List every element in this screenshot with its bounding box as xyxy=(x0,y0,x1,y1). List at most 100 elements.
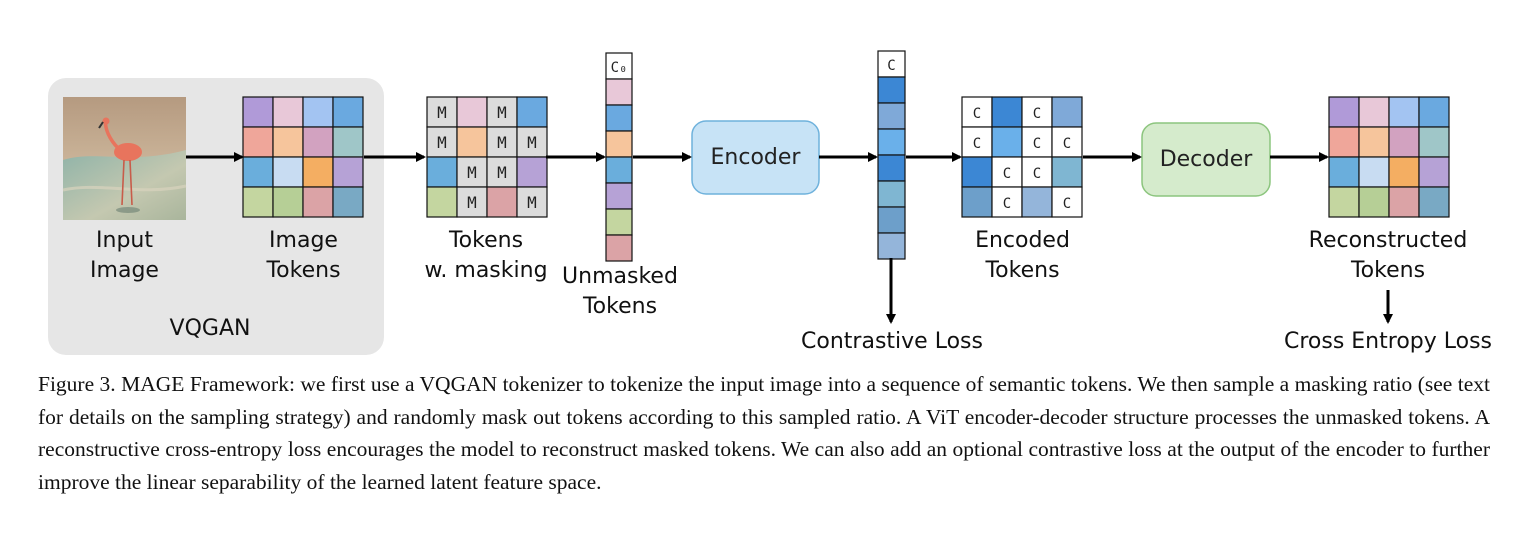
masked-token-cell-text: M xyxy=(467,163,477,182)
encoded-tokens-sequence: C xyxy=(877,50,906,260)
unmasked-tokens-sequence: C₀ xyxy=(605,52,633,262)
caption-title: Figure 3. xyxy=(38,372,116,396)
recon-token-cell xyxy=(1418,156,1450,188)
image-token-cell xyxy=(302,126,334,158)
encoded-token-cell-text: C xyxy=(1033,166,1041,182)
encoded-seq-token-cell-text: C xyxy=(887,58,895,74)
unmasked-token-cell xyxy=(605,104,633,132)
image-token-cell xyxy=(302,156,334,188)
encoded-token-cell xyxy=(1021,156,1053,188)
image-tokens-grid xyxy=(242,96,364,218)
unmasked-token-cell xyxy=(605,234,633,262)
masked-token-cell xyxy=(516,186,548,218)
encoded-token-cell-text: C xyxy=(1063,136,1071,152)
unmasked-token-cell-text: C₀ xyxy=(611,60,628,76)
encoded-seq-token-cell xyxy=(877,180,906,208)
encoded-token-cell xyxy=(961,156,993,188)
recon-token-cell xyxy=(1388,156,1420,188)
decoder-label: Decoder xyxy=(1159,147,1253,172)
image-token-cell xyxy=(242,96,274,128)
image-token-cell xyxy=(302,186,334,218)
recon-token-cell xyxy=(1328,96,1360,128)
image-token-cell xyxy=(242,156,274,188)
recon-token-cell xyxy=(1358,96,1390,128)
encoded-seq-token-cell xyxy=(877,128,906,156)
masked-token-cell xyxy=(426,156,458,188)
recon-token-cell xyxy=(1328,156,1360,188)
recon-token-cell xyxy=(1388,126,1420,158)
recon-token-cell xyxy=(1418,96,1450,128)
encoded-token-cell xyxy=(961,186,993,218)
masked-token-cell xyxy=(486,96,518,128)
masked-token-cell-text: M xyxy=(467,193,477,212)
vqgan-label: VQGAN xyxy=(169,316,251,341)
masked-token-cell-text: M xyxy=(527,133,537,152)
unmasked-token-cell xyxy=(605,182,633,210)
encoded-token-cell-text: C xyxy=(1033,136,1041,152)
caption-text: MAGE Framework: we first use a VQGAN tok… xyxy=(38,372,1491,494)
image-token-cell xyxy=(272,186,304,218)
image-token-cell xyxy=(272,96,304,128)
image-token-cell xyxy=(272,156,304,188)
masked-token-cell xyxy=(456,126,488,158)
unmasked-token-cell xyxy=(605,156,633,184)
masked-token-cell xyxy=(486,186,518,218)
input-image xyxy=(62,97,187,220)
recon-token-cell xyxy=(1328,186,1360,218)
image-token-cell xyxy=(332,96,364,128)
cross-entropy-loss-label: Cross Entropy Loss xyxy=(1283,329,1493,354)
encoded-seq-token-cell xyxy=(877,50,906,78)
recon-token-cell xyxy=(1388,186,1420,218)
unmasked-token-cell xyxy=(605,130,633,158)
image-token-cell xyxy=(332,126,364,158)
encoded-seq-token-cell xyxy=(877,102,906,130)
image-token-cell xyxy=(332,186,364,218)
recon-token-cell xyxy=(1358,156,1390,188)
masked-token-cell xyxy=(516,96,548,128)
recon-token-cell xyxy=(1358,186,1390,218)
encoded-token-cell xyxy=(961,126,993,158)
image-token-cell xyxy=(332,156,364,188)
recon-token-cell xyxy=(1388,96,1420,128)
encoded-token-cell xyxy=(1051,186,1083,218)
encoded-token-cell-text: C xyxy=(1033,106,1041,122)
masked-token-cell xyxy=(456,186,488,218)
encoded-token-cell-text: C xyxy=(1063,196,1071,212)
encoded-token-cell-text: C xyxy=(973,136,981,152)
masked-token-cell-text: M xyxy=(497,163,507,182)
recon-token-cell xyxy=(1418,186,1450,218)
encoded-token-cell xyxy=(991,96,1023,128)
encoded-token-cell-text: C xyxy=(973,106,981,122)
masked-token-cell xyxy=(516,126,548,158)
recon-token-cell xyxy=(1358,126,1390,158)
unmasked-token-cell xyxy=(605,208,633,236)
masked-token-cell-text: M xyxy=(527,193,537,212)
encoded-token-cell-text: C xyxy=(1003,166,1011,182)
encoded-token-cell xyxy=(991,126,1023,158)
figure-caption: Figure 3. MAGE Framework: we first use a… xyxy=(38,368,1490,498)
recon-token-cell xyxy=(1328,126,1360,158)
recon-token-cell xyxy=(1418,126,1450,158)
masked-token-cell-text: M xyxy=(437,133,447,152)
image-token-cell xyxy=(302,96,334,128)
masked-token-cell xyxy=(456,156,488,188)
masked-token-cell xyxy=(426,186,458,218)
reconstructed-tokens-grid xyxy=(1328,96,1450,218)
encoded-seq-token-cell xyxy=(877,76,906,104)
encoded-seq-token-cell xyxy=(877,232,906,260)
encoded-token-cell xyxy=(1051,156,1083,188)
encoded-token-cell xyxy=(1021,126,1053,158)
masked-token-cell-text: M xyxy=(497,103,507,122)
masked-token-cell-text: M xyxy=(437,103,447,122)
encoded-token-cell xyxy=(1051,126,1083,158)
